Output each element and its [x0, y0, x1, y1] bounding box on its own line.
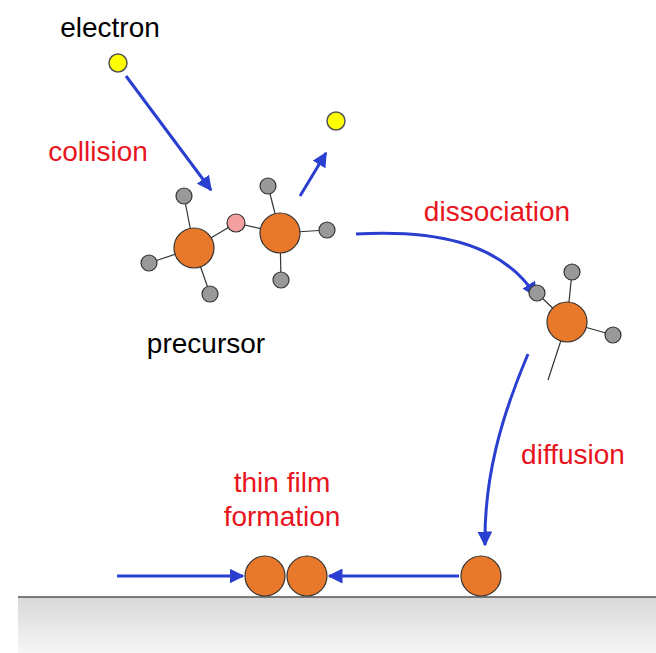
- process-label: diffusion: [498, 438, 648, 472]
- collision-arrow: [126, 76, 211, 190]
- dissociation-arrow: [356, 233, 536, 296]
- process-label: collision: [18, 135, 178, 169]
- surface-arrow: [329, 575, 459, 578]
- electron-particle: [327, 112, 345, 130]
- process-label: dissociation: [397, 195, 597, 229]
- electron-particle: [109, 54, 127, 72]
- substrate: [18, 597, 656, 653]
- scatter-arrow: [300, 153, 326, 196]
- precursor-molecule: [141, 178, 335, 302]
- film-atoms: [245, 556, 501, 596]
- particle-label: electron: [10, 11, 210, 45]
- surface-arrow: [117, 575, 243, 578]
- process-label: thin film formation: [207, 466, 357, 534]
- fragment-molecule: [529, 264, 621, 380]
- molecule-label: precursor: [106, 327, 306, 361]
- substrate-surface: [18, 596, 656, 598]
